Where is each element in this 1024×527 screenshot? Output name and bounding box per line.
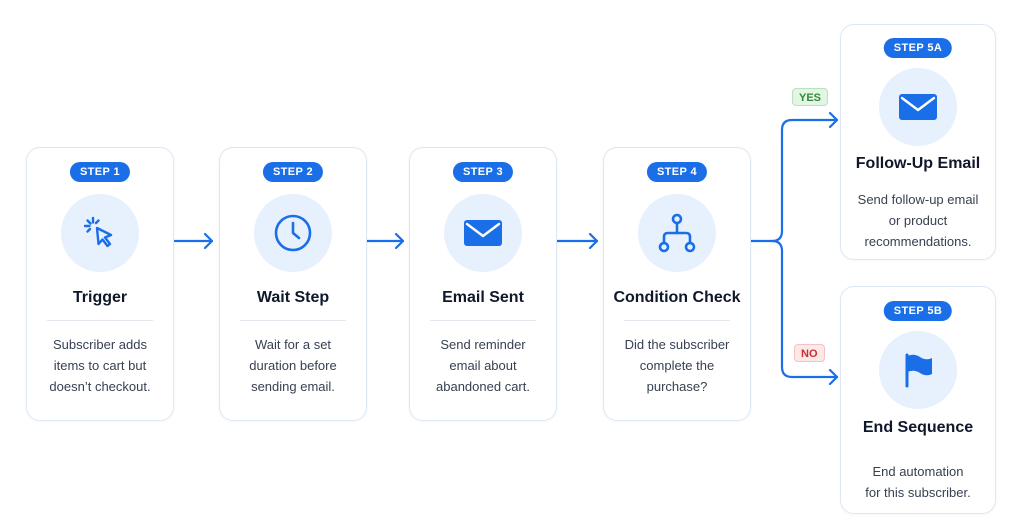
step-title: Condition Check: [613, 289, 741, 306]
step-title: Wait Step: [256, 289, 330, 306]
card-divider: [624, 320, 730, 321]
step-title: End Sequence: [862, 419, 974, 436]
arrow-step1-to-step2: [173, 232, 214, 250]
step-badge: STEP 5B: [883, 301, 953, 321]
cursor-click-icon: [61, 194, 139, 272]
arrow-step3-to-step4: [555, 232, 599, 250]
branch-no-connector: [770, 239, 839, 386]
step-badge: STEP 3: [452, 162, 514, 182]
card-divider: [430, 320, 536, 321]
step-title: Trigger: [72, 289, 128, 306]
step-badge: STEP 1: [69, 162, 131, 182]
step-badge: STEP 5A: [883, 38, 953, 58]
clock-icon: [254, 194, 332, 272]
branch-label-no: NO: [794, 344, 825, 362]
card-divider: [47, 320, 153, 321]
step-card-follow-up[interactable]: STEP 5A Follow-Up Email Send follow-up e…: [840, 24, 996, 260]
arrow-step2-to-step3: [365, 232, 405, 250]
envelope-icon: [879, 68, 957, 146]
step-badge: STEP 2: [262, 162, 324, 182]
step-title: Email Sent: [442, 289, 524, 306]
envelope-icon: [444, 194, 522, 272]
step-badge: STEP 4: [646, 162, 708, 182]
branch-icon: [638, 194, 716, 272]
step-card-condition[interactable]: STEP 4 Condition Check Did the subscribe…: [603, 147, 751, 421]
step-title: Follow-Up Email: [855, 155, 981, 172]
flag-icon: [879, 331, 957, 409]
card-divider: [240, 320, 346, 321]
branch-label-yes: YES: [792, 88, 829, 106]
branch-yes-connector: [749, 111, 839, 243]
